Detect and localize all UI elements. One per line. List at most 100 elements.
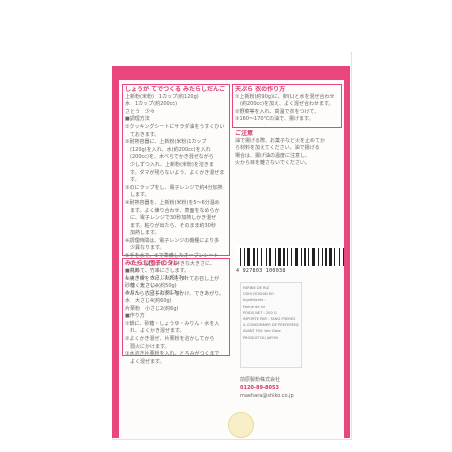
tare-line: 片栗粉 小さじ2(約6g) (125, 305, 179, 312)
notice-line: 場合は、揚げ油の温度に注意し、 (235, 152, 311, 159)
import-label-line: IMPORTE PAR : TANG FRERES (243, 317, 296, 322)
tare-column: みたらし団子のタレ ■材料しょうゆ 大さじ1(約17g)砂糖 大さじ4(約50g… (125, 260, 227, 366)
notice-heading: ご注意 (235, 130, 254, 137)
pink-side-stripe-right (344, 66, 350, 438)
notice-line: 油で揚げる際、お菓子など火を止めてか (235, 137, 326, 144)
barcode-bar (277, 248, 281, 266)
barcode-bar (261, 248, 262, 266)
import-label-line: AVANT FIN: Voir Date (243, 329, 281, 334)
barcode-bar (294, 248, 298, 266)
recipe-line: ■調理方法 (125, 116, 150, 123)
recipe-line: 水 1カップ(約200cc) (125, 101, 178, 108)
tare-line: しょうゆ 大さじ1(約17g) (125, 275, 187, 282)
maker-info: 前原製粉株式会社 0120-89-8053 maehara@shiko.co.j… (240, 376, 340, 406)
barcode-bar (274, 248, 276, 266)
notice-column: ご注意 油で揚げる際、お菓子など火を止めてから材料を加えてください。油で揚げる場… (235, 130, 339, 168)
notice-line: 火から目を離さないでください。 (235, 160, 310, 167)
barcode-bar (269, 248, 272, 266)
notice-lines: 油で揚げる際、お菓子など火を止めてから材料を加えてください。油で揚げる場合は、揚… (235, 138, 339, 168)
barcode-bar (283, 248, 285, 266)
tare-line: ■材料 (125, 267, 140, 274)
recipe-line: 丸めて、竹串にさします。 (125, 268, 190, 275)
barcode-number: 4 927803 100038 (236, 268, 286, 274)
import-label-line: Ingrédients : (243, 298, 266, 303)
tempura-lines: ①上新粉(約90g)に、卵(L)と水を混ぜ合わせ (約200cc)を加え、よく混… (235, 94, 339, 124)
import-label-line: OSHI JYOSHIN KO (243, 292, 274, 297)
tare-line: ①鍋に、砂糖・しょうゆ・みりん・水を入 (125, 320, 220, 327)
barcode-bar (308, 248, 310, 266)
barcode-bar (291, 248, 293, 266)
recipe-heading: しょうが てでつくる みたらしだんご (125, 86, 226, 93)
recipe-lines: 上新粉(米粉) 1カップ(約120g)水 1カップ(約200cc)さとう 少々■… (125, 94, 227, 299)
recipe-line: 少異なります。 (125, 245, 165, 252)
barcode (236, 246, 344, 272)
round-seal-sticker (228, 412, 254, 438)
barcode-bar (287, 248, 289, 266)
recipe-line: りください。 (125, 283, 161, 290)
tare-line: れ、よくかき混ぜます。 (125, 328, 185, 335)
recipe-line: (200cc)を、木べらでかき混ぜながら (125, 154, 214, 161)
barcode-bar (334, 248, 336, 266)
maker-url: maehara@shiko.co.jp (240, 393, 294, 399)
import-label (240, 282, 302, 368)
recipe-line: ます。粘りが出たら、そのまま約30秒 (125, 222, 216, 229)
barcode-bar (300, 248, 302, 266)
tare-heading: みたらし団子のタレ (125, 260, 180, 267)
tare-line: ■作り方 (125, 313, 145, 320)
barcode-bar (338, 248, 340, 266)
recipe-line: さとう 少々 (125, 108, 156, 115)
tempura-column: 天ぷら 衣の作り方 ①上新粉(約90g)に、卵(L)と水を混ぜ合わせ (約200… (235, 86, 339, 124)
tare-lines: ■材料しょうゆ 大さじ1(約17g)砂糖 大さじ4(約50g)みりん 大さじ1(… (125, 268, 227, 367)
tempura-line: ①上新粉(約90g)に、卵(L)と水を混ぜ合わせ (235, 93, 335, 100)
recipe-line: ④耐熱容器を、上新粉(米粉)を5〜6分温め (125, 199, 220, 206)
pink-side-stripe-left (112, 66, 119, 438)
barcode-bar (244, 248, 246, 266)
barcode-bar (317, 248, 319, 266)
recipe-box (122, 84, 230, 256)
recipe-line: ⑤手を水で、⑥で準備したオーブンシート (125, 253, 219, 260)
pink-header-band (119, 66, 344, 80)
import-label-line: POIDS NET : 200 G (243, 310, 277, 315)
recipe-line: ※調理時間は、電子レンジの機種により多 (125, 237, 220, 244)
tempura-line: ③160〜170℃の油で、揚げます。 (235, 116, 314, 123)
import-label-line: A CONSOMMER DE PREFERENCE (243, 323, 299, 328)
tare-line: ②よくかき混ぜ、片栗粉を溶かしてから (125, 335, 215, 342)
barcode-bar (256, 248, 258, 266)
import-label-line: FARINE DE RIZ (243, 286, 270, 290)
maker-name: 前原製粉株式会社 (240, 377, 281, 383)
recipe-line: の上に取り出し、お好きな大きさに、 (125, 260, 215, 267)
recipe-line: ておきます。 (125, 131, 160, 138)
tare-line: ③水溶き片栗粉を入れ、とろみがつくまで (125, 351, 220, 358)
recipe-line: す。 (125, 177, 140, 184)
barcode-bar (342, 248, 344, 266)
recipe-line: 少しずつ入れ、上新粉(米粉)を溶きま (125, 161, 214, 168)
barcode-bar (312, 248, 316, 266)
barcode-bar (240, 248, 241, 266)
tempura-heading: 天ぷら 衣の作り方 (235, 86, 286, 93)
recipe-column: しょうが てでつくる みたらしだんご 上新粉(米粉) 1カップ(約120g)水 … (125, 86, 227, 299)
tare-line: 砂糖 大さじ4(約50g) (125, 282, 177, 289)
import-label-line: PRODUIT DU JAPON (243, 335, 278, 340)
recipe-line: ①クッキングシートにサラダ油をうすくひい (125, 123, 225, 130)
tare-line: よく混ぜます。 (125, 358, 165, 365)
barcode-bar (329, 248, 333, 266)
notice-line: ら材料を加えてください。油で揚げる (235, 145, 320, 152)
recipe-line: します。 (125, 192, 150, 199)
tare-box (122, 258, 230, 356)
barcode-bar (321, 248, 323, 266)
recipe-line: (120g)を入れ、水(約200cc)を入れ (125, 146, 211, 153)
tempura-line: ②野菜等を入れ、高温で衣をつけて、 (235, 108, 320, 115)
tempura-box (232, 84, 342, 128)
recipe-line: ます。よく練り合わせ、表面をなめらか (125, 207, 220, 214)
recipe-line: ⑦みたらし団子のタレをかけ、できあがり。 (125, 291, 225, 298)
recipe-line: 加熱します。 (125, 230, 160, 237)
recipe-line: 上新粉(米粉) 1カップ(約120g) (125, 93, 199, 100)
barcode-bar (247, 248, 251, 266)
tempura-line: (約200cc)を加え、よく混ぜ合わせます。 (235, 101, 334, 108)
maker-tel: 0120-89-8053 (240, 385, 279, 391)
tare-line: みりん 大さじ1(約17g) (125, 290, 182, 297)
barcode-bar (304, 248, 306, 266)
barcode-bar (325, 248, 327, 266)
